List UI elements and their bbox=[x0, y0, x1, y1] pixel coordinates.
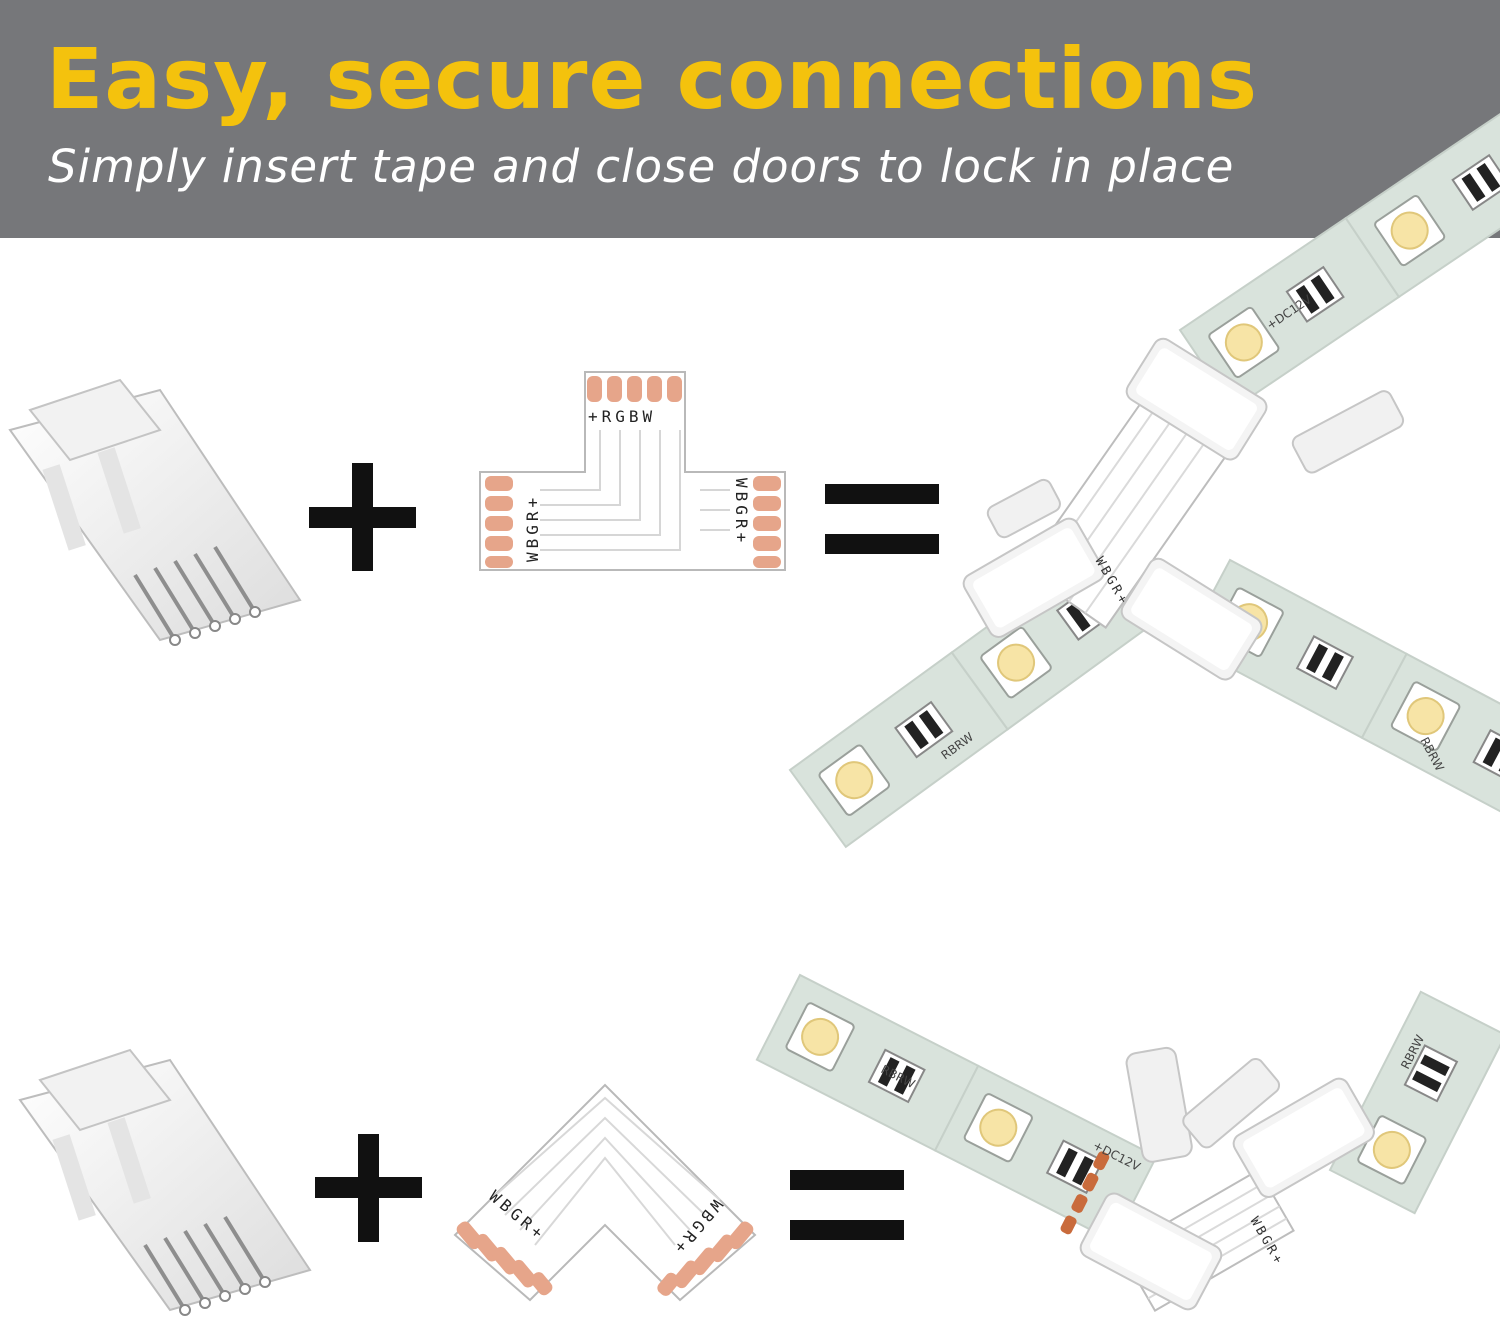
row2-assembled-l-strip: WBGR+ RBRW +DC12V RBRW bbox=[755, 974, 1500, 1314]
headline: Easy, secure connections bbox=[46, 30, 1258, 128]
row1-top-pads bbox=[587, 376, 682, 402]
row1-right-pads bbox=[753, 476, 781, 568]
row2-l-connector-board: WBGR+ WBGR+ bbox=[453, 1083, 757, 1302]
row1-top-pad-label: +RGBW bbox=[588, 407, 656, 426]
row1-right-pad-label: WBGR+ bbox=[732, 478, 751, 546]
header-banner: Easy, secure connections Simply insert t… bbox=[0, 0, 1500, 238]
row1-plus-sign bbox=[309, 463, 416, 571]
subheadline: Simply insert tape and close doors to lo… bbox=[48, 140, 1235, 193]
row1-t-connector-board: +RGBW WBGR+ WBGR+ bbox=[479, 371, 786, 571]
row2-plus-sign bbox=[315, 1134, 422, 1242]
row1-equals-sign bbox=[825, 484, 939, 554]
row2-left-pads bbox=[456, 1221, 553, 1296]
row1-left-pad-label: WBGR+ bbox=[523, 494, 542, 562]
row2-clip-connector bbox=[18, 1048, 312, 1317]
row2-equals-sign bbox=[790, 1170, 904, 1240]
row1-left-pads bbox=[485, 476, 513, 568]
row2-right-pads bbox=[657, 1221, 754, 1296]
row1-clip-connector bbox=[8, 378, 302, 647]
row1-assembled-t-strip: WBGR+ RBRW RBRW +DC12V bbox=[789, 105, 1500, 848]
